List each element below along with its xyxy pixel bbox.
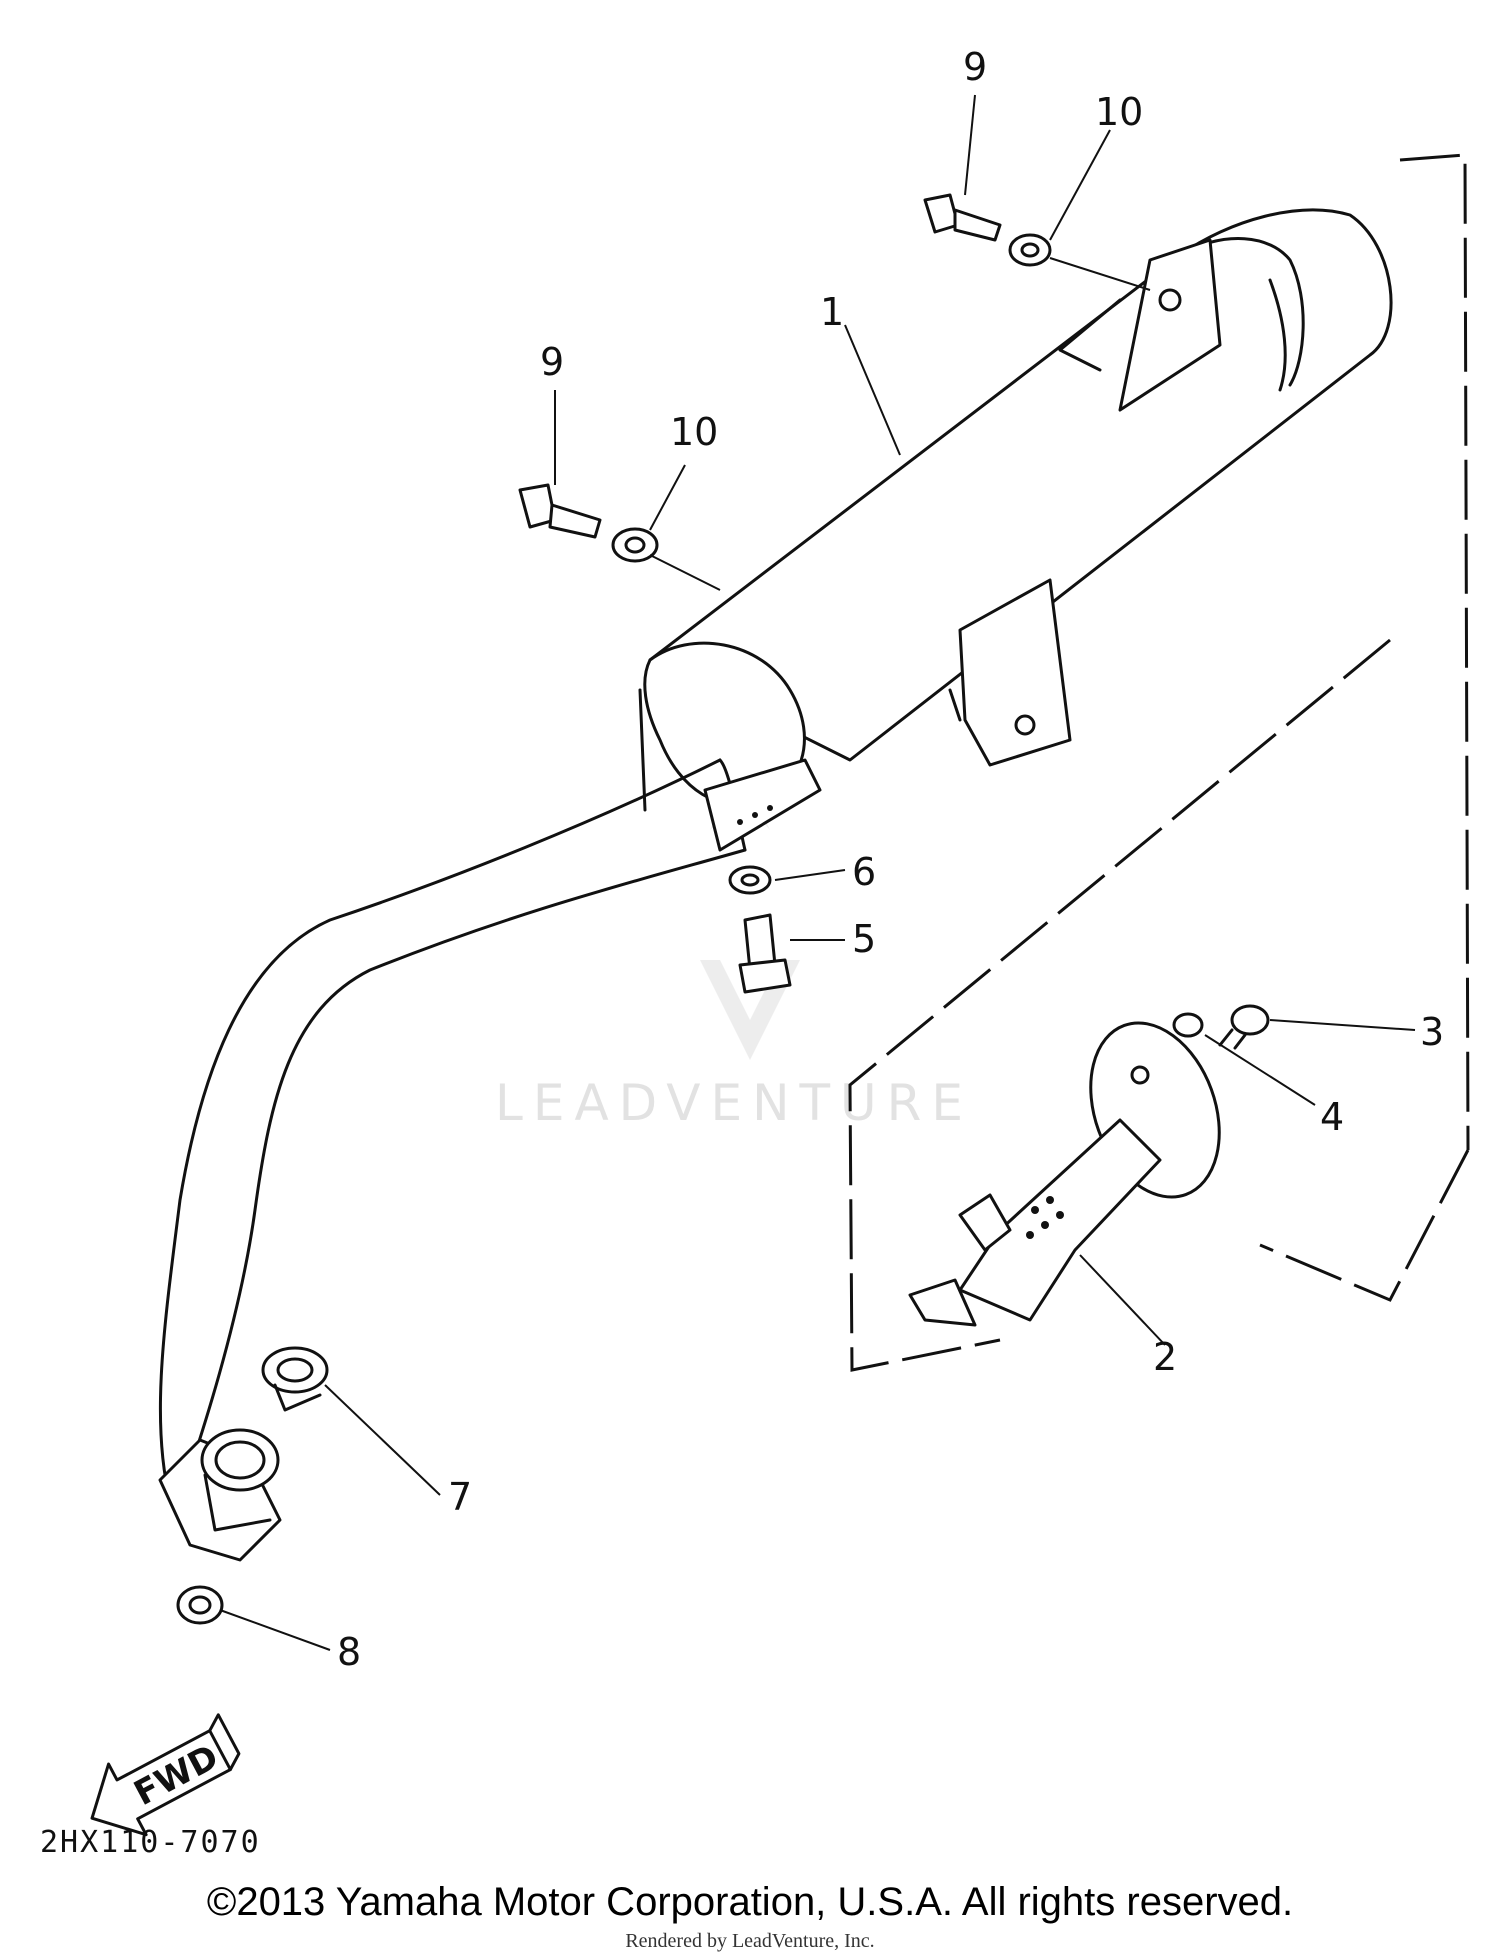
watermark-text: LEADVENTURE: [495, 1074, 973, 1132]
callout-2: 2: [1153, 1335, 1177, 1379]
callout-10-lower: 10: [670, 410, 718, 454]
diagram-code: 2HX110-7070: [40, 1825, 261, 1860]
callout-7: 7: [448, 1475, 472, 1519]
callout-10-upper: 10: [1095, 90, 1143, 134]
bolt-9-lower: [518, 483, 602, 539]
washer-10-lower: [611, 527, 659, 563]
exploded-view-box: [848, 153, 1470, 1372]
gasket-7: [261, 1346, 329, 1412]
callout-3: 3: [1420, 1010, 1444, 1054]
exhaust-flange: [158, 1428, 282, 1562]
washer-10-upper: [1008, 233, 1052, 267]
callout-5: 5: [852, 917, 876, 961]
nut-8: [176, 1585, 224, 1625]
leader-lines: [219, 94, 1416, 1651]
bolt-9-upper: [923, 193, 1002, 242]
rendered-by-note: Rendered by LeadVenture, Inc.: [625, 1930, 875, 1952]
callout-8: 8: [337, 1630, 361, 1674]
silencer-insert-2: [908, 1021, 1221, 1327]
callout-6: 6: [852, 850, 876, 894]
washer-4: [1172, 1012, 1204, 1038]
callout-9-upper: 9: [963, 45, 987, 89]
nut-6: [728, 865, 772, 895]
screw-3: [1218, 1004, 1270, 1050]
muffler-body: [638, 208, 1393, 812]
callout-9-lower: 9: [540, 340, 564, 384]
exhaust-pipe: [158, 758, 822, 1502]
callout-4: 4: [1320, 1095, 1344, 1139]
callout-1: 1: [820, 290, 844, 334]
callout-numbers: 1 2 3 4 5 6 7 8 9 9 10 10: [337, 45, 1444, 1674]
copyright-notice: ©2013 Yamaha Motor Corporation, U.S.A. A…: [206, 1880, 1294, 1924]
bolt-5: [738, 913, 792, 994]
